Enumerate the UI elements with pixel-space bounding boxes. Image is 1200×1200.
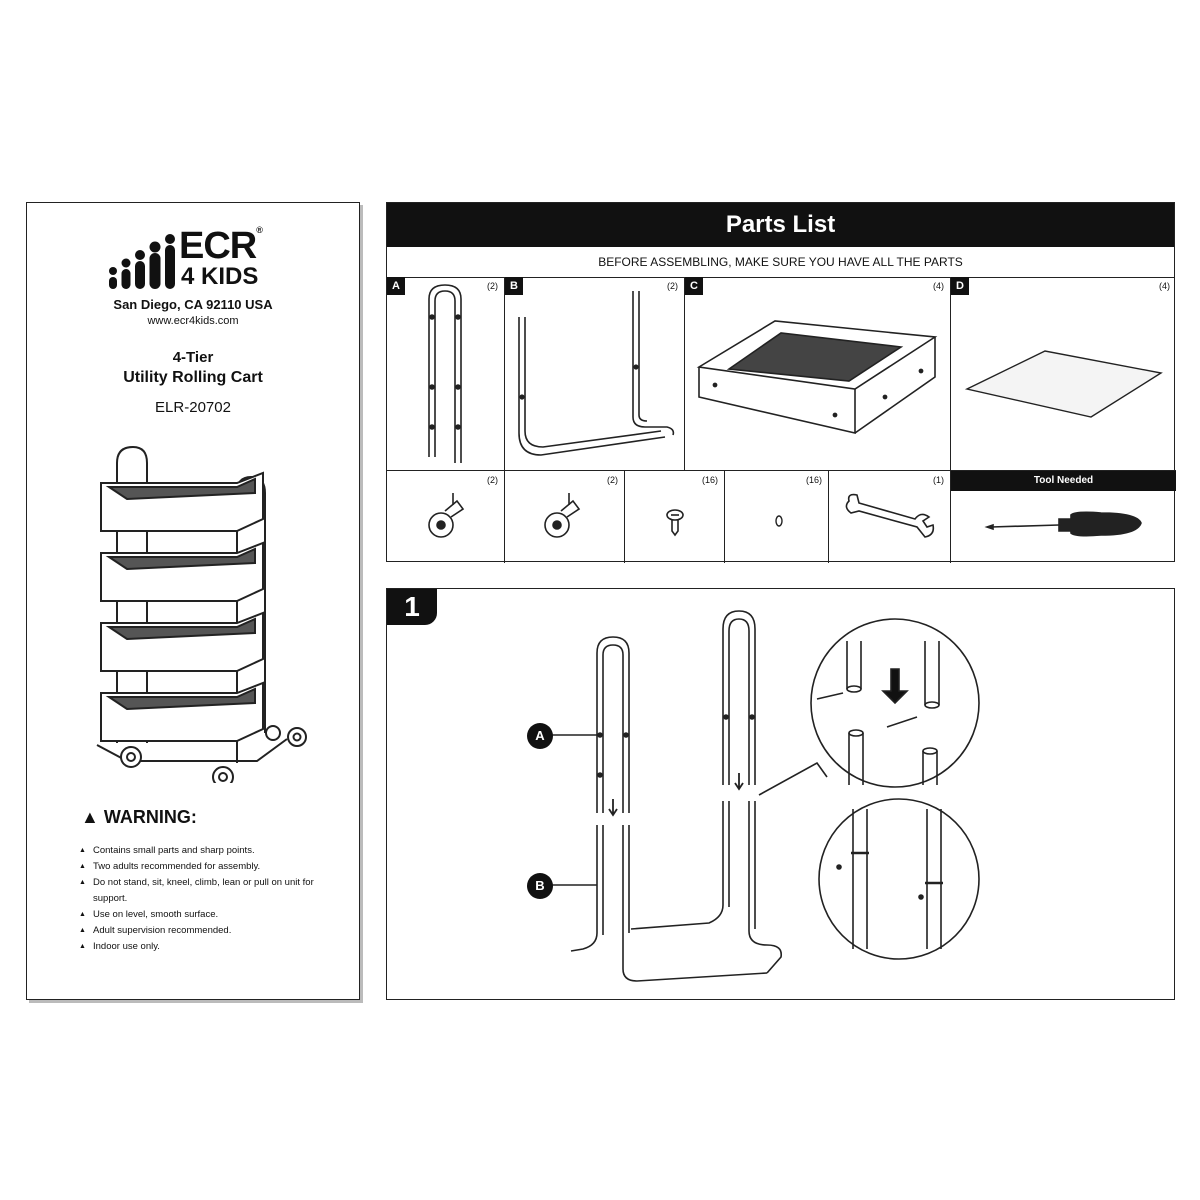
brand-name-line2: 4 KIDS <box>181 263 259 290</box>
warning-item: Adult supervision recommended. <box>79 923 319 939</box>
product-name: Utility Rolling Cart <box>123 369 263 386</box>
shelf-3 <box>100 611 264 672</box>
warning-item: Do not stand, sit, kneel, climb, lean or… <box>79 875 319 907</box>
caster-wheel-icon <box>544 493 581 538</box>
part-a-cell: A (2) <box>387 277 505 471</box>
frame-b-drawing <box>518 291 675 456</box>
part-qty: (16) <box>701 475 718 485</box>
cover-panel: ECR® 4 KIDS San Diego, CA 92110 USA www.… <box>26 202 360 1000</box>
washer-icon <box>775 515 783 527</box>
part-letter: A <box>387 277 405 295</box>
warning-title: ▲ WARNING: <box>81 807 197 827</box>
warning-list: Contains small parts and sharp points. T… <box>79 843 319 955</box>
callout-b: B <box>527 873 553 899</box>
part-qty: (2) <box>667 281 678 291</box>
part-qty: (1) <box>933 475 944 485</box>
frame-a-drawing <box>428 284 462 463</box>
screw-icon <box>666 509 684 537</box>
model-number: ELR-20702 <box>155 399 231 416</box>
parts-list-panel: Parts List BEFORE ASSEMBLING, MAKE SURE … <box>386 202 1176 563</box>
company-website: www.ecr4kids.com <box>147 315 239 327</box>
warning-item: Use on level, smooth surface. <box>79 907 319 923</box>
caster-with-brake-cell: (2) <box>387 471 505 563</box>
warning-triangle-icon: ▲ <box>81 807 99 827</box>
shelf-2 <box>100 541 264 602</box>
part-d-cell: D (4) <box>951 277 1176 471</box>
step-1-diagram <box>551 610 980 982</box>
logo-bars-icon <box>109 234 175 289</box>
cart-illustration <box>96 445 307 783</box>
warning-item: Two adults recommended for assembly. <box>79 859 319 875</box>
warning-item: Indoor use only. <box>79 939 319 955</box>
shelf-1 <box>100 471 264 532</box>
step-number: 1 <box>387 589 437 625</box>
part-letter: C <box>685 277 703 295</box>
washer-cell: (16) <box>725 471 829 563</box>
part-qty: (4) <box>933 281 944 291</box>
warning-item: Contains small parts and sharp points. <box>79 843 319 859</box>
part-b-cell: B (2) <box>505 277 685 471</box>
part-qty: (2) <box>487 475 498 485</box>
parts-list-title: Parts List <box>387 203 1174 247</box>
part-letter: D <box>951 277 969 295</box>
screw-cell: (16) <box>625 471 725 563</box>
company-address: San Diego, CA 92110 USA <box>113 297 273 312</box>
callout-a: A <box>527 723 553 749</box>
screwdriver-icon <box>984 511 1142 537</box>
part-letter: B <box>505 277 523 295</box>
part-qty: (2) <box>487 281 498 291</box>
part-c-cell: C (4) <box>685 277 951 471</box>
shelf-tray-drawing <box>696 320 938 435</box>
shelf-liner-drawing <box>964 350 1163 418</box>
tool-needed-label: Tool Needed <box>951 471 1176 491</box>
wrench-icon <box>845 493 935 538</box>
caster-wheels <box>120 725 307 783</box>
part-qty: (16) <box>805 475 822 485</box>
product-tier: 4-Tier <box>172 349 214 366</box>
step-1-panel: 1 <box>386 588 1175 1000</box>
caster-wheel-icon <box>428 493 465 538</box>
tool-needed-cell: Tool Needed <box>951 471 1176 563</box>
brand-name: ECR® <box>179 225 263 267</box>
part-qty: (4) <box>1159 281 1170 291</box>
shelf-4 <box>100 681 264 742</box>
wrench-cell: (1) <box>829 471 951 563</box>
brand-logo: ECR® 4 KIDS <box>107 225 287 293</box>
parts-list-subtitle: BEFORE ASSEMBLING, MAKE SURE YOU HAVE AL… <box>387 247 1174 278</box>
caster-cell: (2) <box>505 471 625 563</box>
part-qty: (2) <box>607 475 618 485</box>
